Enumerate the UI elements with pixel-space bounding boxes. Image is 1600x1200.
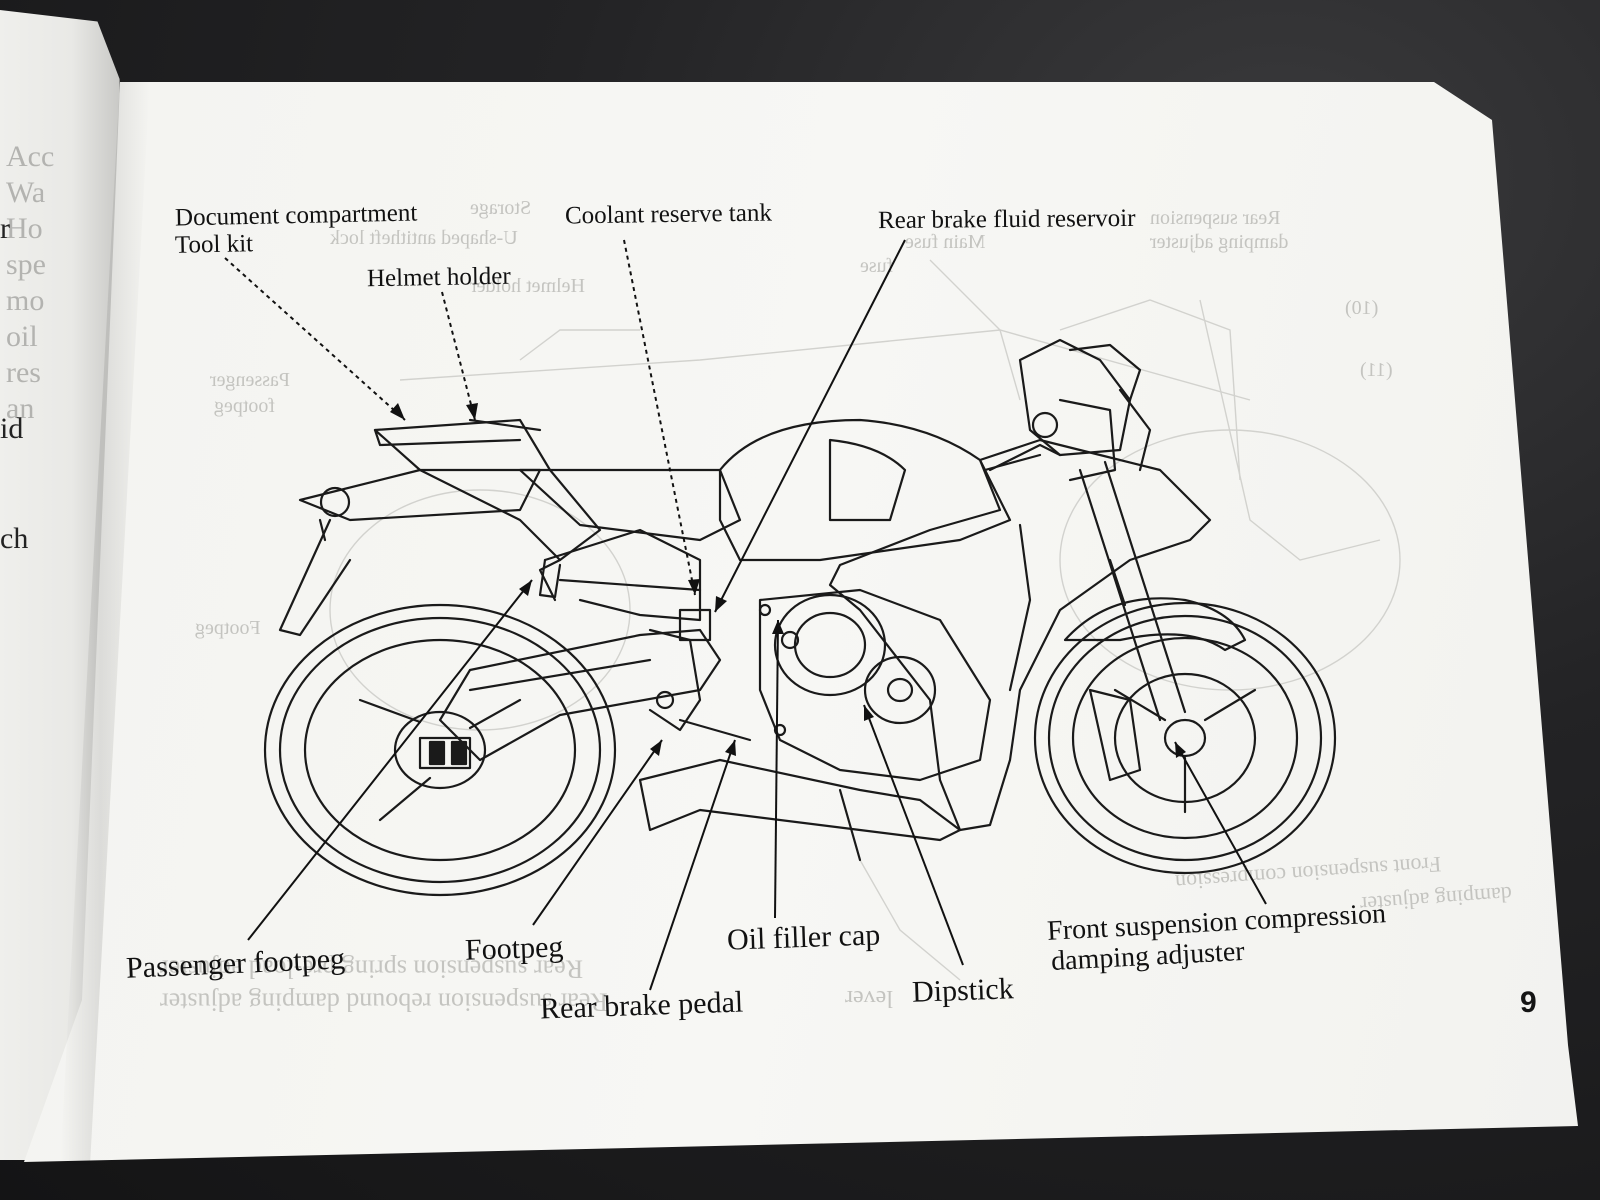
leader-passenger-footpeg xyxy=(247,579,533,941)
leader-footpeg xyxy=(532,739,663,926)
page-number: 9 xyxy=(1520,986,1537,1019)
exhaust xyxy=(638,758,962,862)
label-oil-filler-cap: Oil filler cap xyxy=(726,918,881,957)
left-page-fragment: Wa xyxy=(6,176,46,209)
subframe xyxy=(538,528,702,622)
front-fairing xyxy=(828,338,1212,832)
seat xyxy=(373,418,742,562)
fuel-tank xyxy=(718,418,1012,562)
left-page-fragment: an xyxy=(6,392,35,425)
left-page-fragment: res xyxy=(6,356,41,389)
leader-document-compartment xyxy=(224,257,406,421)
rear-wheel xyxy=(263,603,617,897)
leader-front-suspension xyxy=(1174,741,1267,905)
label-rear-brake-fluid-reservoir: Rear brake fluid reservoir xyxy=(877,204,1136,235)
left-page-fragment: Acc xyxy=(6,140,55,173)
label-tool-kit: Tool kit xyxy=(174,230,254,259)
left-page-fragment: oil xyxy=(6,320,38,353)
left-page-fragment: r xyxy=(0,212,10,245)
left-page-fragment: mo xyxy=(6,284,45,317)
leader-rear-brake-fluid xyxy=(714,239,906,613)
leader-helmet-holder xyxy=(441,291,476,421)
leader-rear-brake-pedal xyxy=(649,739,736,991)
label-coolant-reserve-tank: Coolant reserve tank xyxy=(564,199,773,230)
leader-dipstick xyxy=(863,704,964,966)
engine xyxy=(758,588,992,782)
front-wheel xyxy=(1033,601,1337,875)
label-helmet-holder: Helmet holder xyxy=(366,262,511,293)
leader-coolant-tank xyxy=(623,239,696,596)
label-footpeg: Footpeg xyxy=(464,930,564,967)
swingarm xyxy=(438,628,722,762)
left-page-fragment: spe xyxy=(6,248,46,281)
leader-oil-filler-cap xyxy=(774,619,779,919)
label-rear-brake-pedal: Rear brake pedal xyxy=(539,985,744,1026)
leader-lines xyxy=(224,239,1267,991)
left-page-fragment: id xyxy=(0,412,24,445)
leader-arrowheads xyxy=(390,403,1186,758)
front-fork xyxy=(1063,460,1247,722)
label-dipstick: Dipstick xyxy=(911,972,1015,1009)
label-document-compartment: Document compartment xyxy=(174,199,418,232)
show-through-drawing xyxy=(329,259,1401,981)
left-page-fragment: Ho xyxy=(6,212,43,245)
tail-section xyxy=(278,468,542,637)
handlebar xyxy=(988,398,1117,482)
footpeg-assembly xyxy=(538,558,752,742)
left-page-fragment: ch xyxy=(0,522,29,555)
